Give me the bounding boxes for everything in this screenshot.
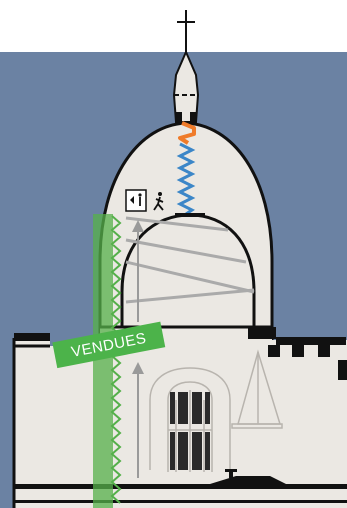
spiral-stair bbox=[176, 142, 196, 216]
roof-crenellations bbox=[14, 327, 347, 380]
gothic-window bbox=[149, 367, 231, 472]
walking-person-icon bbox=[153, 192, 164, 211]
vendues-banner-background bbox=[52, 321, 166, 369]
stair-platform bbox=[175, 213, 205, 217]
gothic-window-panes bbox=[170, 392, 210, 470]
white-top-margin bbox=[0, 0, 347, 52]
cross-icon bbox=[177, 10, 195, 54]
up-arrow-icon bbox=[132, 220, 144, 478]
sold-stair-zigzag bbox=[110, 215, 122, 504]
pyramid-frame bbox=[231, 349, 283, 429]
sold-stair-column bbox=[93, 214, 113, 508]
lantern-window-left bbox=[175, 112, 182, 121]
floor bbox=[14, 469, 347, 503]
top-stair bbox=[178, 121, 196, 145]
building-top-outline bbox=[12, 325, 272, 508]
lantern-window-right bbox=[190, 112, 197, 121]
elevator-icon bbox=[125, 189, 147, 212]
dome-beams bbox=[125, 216, 255, 304]
